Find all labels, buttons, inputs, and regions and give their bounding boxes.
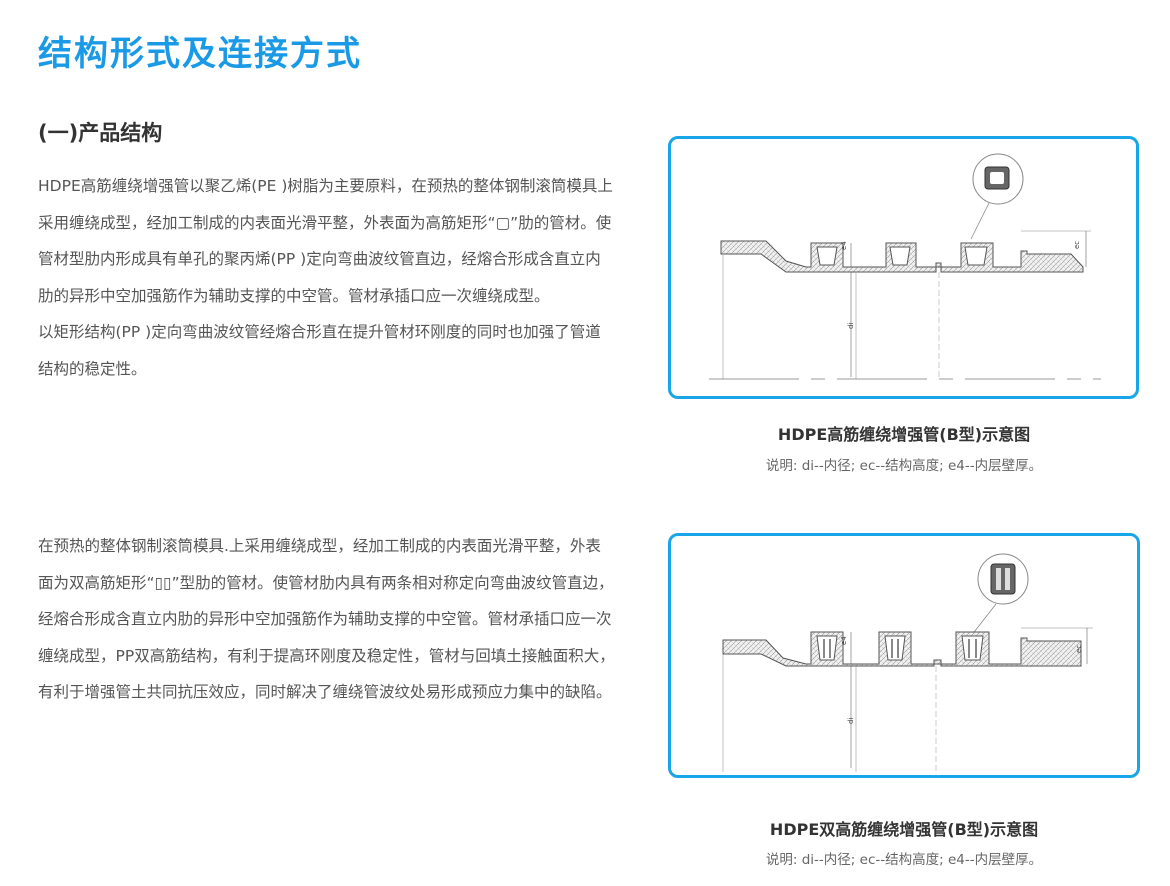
figure-2-caption: HDPE双高筋缠绕增强管(B型)示意图 bbox=[769, 820, 1039, 839]
di-label: di bbox=[847, 718, 855, 724]
figure-1-note: 说明: di--内径; ec--结构高度; e4--内层壁厚。 bbox=[765, 458, 1043, 474]
figure-1-caption: HDPE高筋缠绕增强管(B型)示意图 bbox=[777, 425, 1031, 444]
e4-label: e4 bbox=[840, 241, 848, 250]
figure-2-note: 说明: di--内径; ec--结构高度; e4--内层壁厚。 bbox=[765, 852, 1043, 868]
di-label: di bbox=[847, 323, 855, 329]
page-title: 结构形式及连接方式 bbox=[38, 34, 362, 74]
ec-label: ec bbox=[1073, 241, 1081, 249]
double-rib-pipe-drawing: e4 ec di bbox=[722, 553, 1093, 772]
paragraph-single-rib: HDPE高筋缠绕增强管以聚乙烯(PE )树脂为主要原料，在预热的整体钢制滚筒模具… bbox=[38, 177, 613, 378]
single-rib-pipe-diagram: e4 ec di bbox=[668, 136, 1139, 399]
section-title: (一)产品结构 bbox=[38, 121, 163, 145]
ec-label: ec bbox=[1075, 645, 1083, 653]
paragraph-double-rib: 在预热的整体钢制滚筒模具.上采用缠绕成型，经加工制成的内表面光滑平整，外表面为双… bbox=[38, 537, 615, 701]
double-rib-pipe-diagram: e4 ec di bbox=[668, 533, 1140, 778]
e4-label: e4 bbox=[840, 636, 848, 645]
single-rib-pipe-drawing: e4 ec di bbox=[709, 153, 1101, 380]
